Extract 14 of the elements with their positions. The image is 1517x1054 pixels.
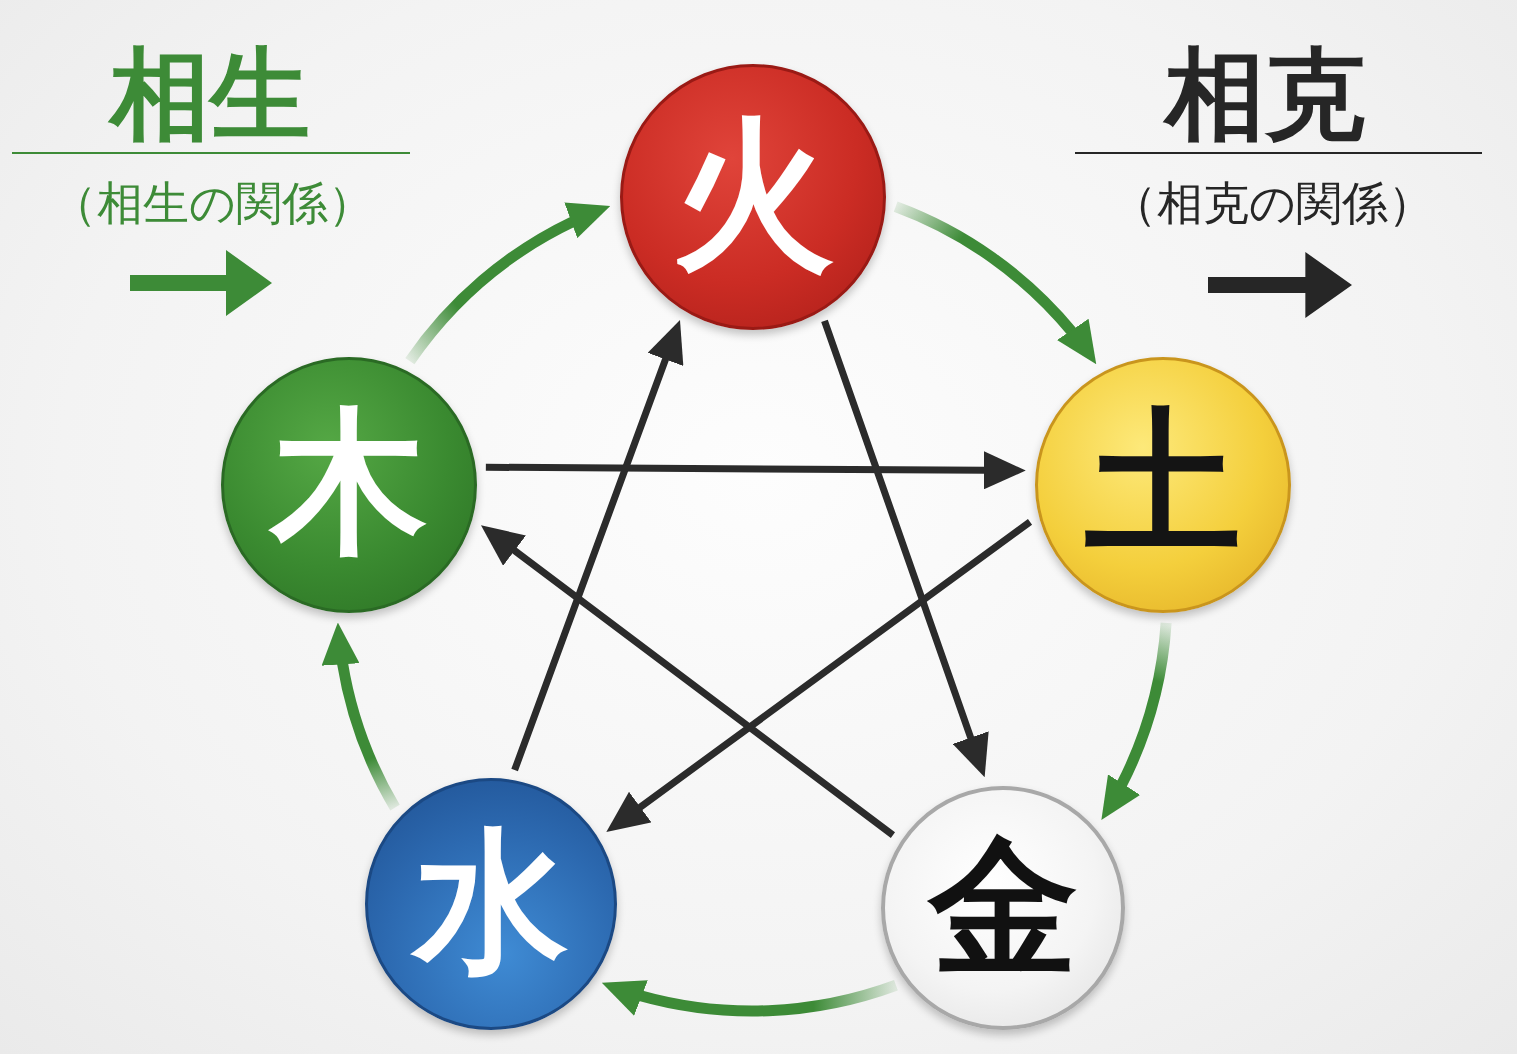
arrow: [821, 319, 989, 779]
curved-arrow: [405, 200, 613, 365]
legend-heading: 相生: [110, 44, 310, 144]
arrow: [511, 318, 684, 772]
legend-subtitle: （相克の関係）: [1110, 180, 1434, 226]
element-character: 火: [672, 112, 834, 275]
legend-subtitle: （相生の関係）: [50, 180, 374, 226]
arrow: [604, 519, 1033, 835]
legend-heading: 相克: [1165, 44, 1365, 144]
arrow: [478, 522, 896, 838]
element-character: 金: [928, 830, 1078, 980]
curved-arrow: [324, 621, 400, 811]
element-character: 土: [1085, 403, 1241, 560]
curved-arrow: [600, 977, 898, 1017]
